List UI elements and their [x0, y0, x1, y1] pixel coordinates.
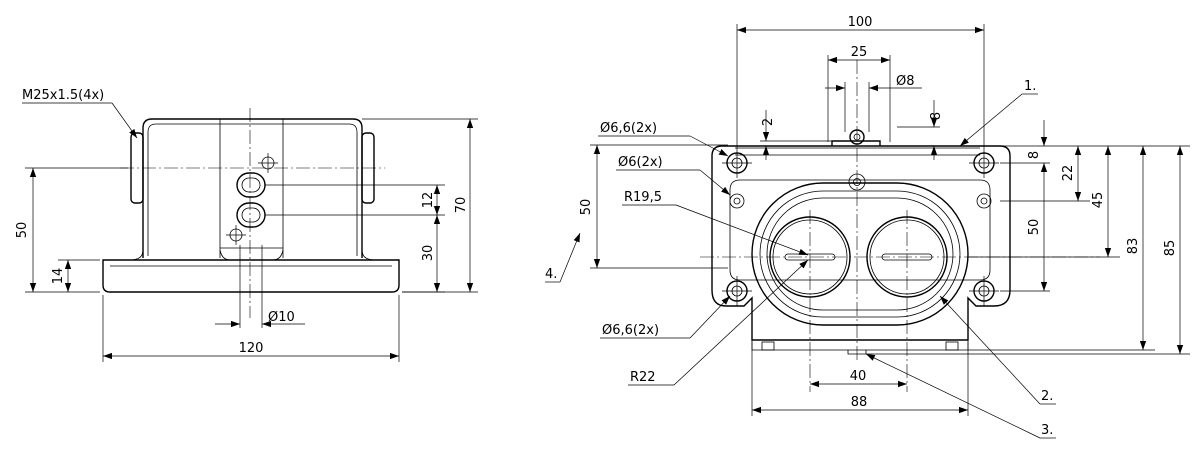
dim-70: 70 [454, 197, 469, 214]
side-view: M25x1.5(4x) 50 14 12 30 70 Ø10 120 [15, 88, 478, 362]
outer-oval [751, 182, 969, 326]
lower-boss [236, 202, 266, 228]
hole-bottom-label: Ø6,6(2x) [602, 323, 659, 338]
radius-22: R22 [630, 370, 656, 385]
dim-50-right: 50 [1027, 219, 1042, 236]
dim-8-top: 8 [929, 112, 944, 120]
dim-2: 2 [761, 118, 776, 126]
dim-12: 12 [421, 192, 436, 209]
dim-14: 14 [51, 268, 66, 285]
dim-25: 25 [851, 45, 868, 60]
mount-holes [722, 148, 999, 306]
dim-120: 120 [239, 341, 264, 356]
dim-22: 22 [1061, 165, 1076, 182]
dim-85: 85 [1163, 240, 1178, 257]
callout-1: 1. [1024, 79, 1036, 94]
thread-label: M25x1.5(4x) [22, 88, 104, 103]
upper-boss [236, 172, 266, 198]
dim-30: 30 [421, 245, 436, 262]
dim-40: 40 [850, 369, 867, 384]
callout-4: 4. [545, 267, 557, 282]
callout-3: 3. [1041, 423, 1053, 438]
dim-dia-8: Ø8 [896, 74, 915, 89]
plunger [831, 140, 881, 146]
radius-19-5: R19,5 [624, 190, 662, 205]
callout-2: 2. [1041, 389, 1053, 404]
dim-100: 100 [848, 15, 873, 30]
dim-83: 83 [1126, 238, 1141, 255]
housing-body [142, 118, 363, 258]
dim-45: 45 [1091, 192, 1106, 209]
dim-8-right: 8 [1027, 151, 1042, 159]
dim-88: 88 [851, 395, 868, 410]
dim-50-left: 50 [15, 222, 30, 239]
dim-dia-10: Ø10 [268, 310, 295, 325]
dim-50-front: 50 [579, 199, 594, 216]
base-plate [102, 259, 400, 293]
hole-top-label: Ø6,6(2x) [600, 121, 657, 136]
hole-mid-label: Ø6(2x) [618, 155, 663, 170]
front-view: 100 25 Ø8 2 8 1. Ø6,6(2x) Ø6(2x) [545, 15, 1190, 439]
